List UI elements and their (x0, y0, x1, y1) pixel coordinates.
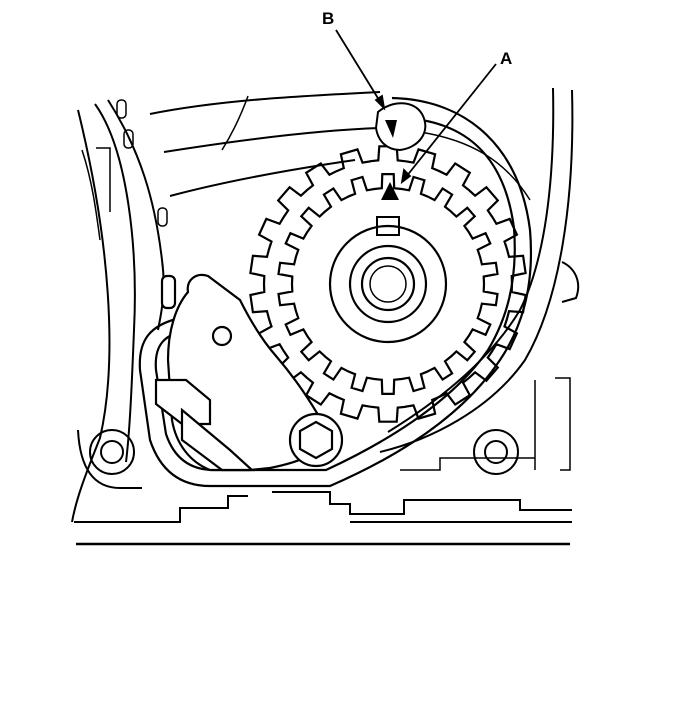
lower-bolts (77, 429, 519, 489)
woodruff-key (376, 216, 400, 236)
callout-b: B (322, 9, 334, 28)
leader-a (401, 63, 497, 183)
sprocket-inner-teeth (277, 173, 499, 395)
camshaft-sprocket (249, 145, 527, 423)
belt-tensioner (154, 273, 344, 472)
leader-lines (335, 29, 497, 185)
camshaft-bore (360, 256, 416, 312)
sprocket-outer-teeth (249, 145, 527, 423)
leader-b (335, 29, 385, 109)
sprocket-hub (328, 224, 448, 344)
engine-bottom-edge (74, 491, 572, 546)
engine-housing-left (71, 91, 531, 523)
pointer-mark-b (374, 102, 427, 152)
timing-belt (138, 96, 533, 488)
callout-a: A (500, 49, 512, 68)
camshaft-end (348, 244, 428, 324)
sprocket-mark-a (381, 182, 399, 200)
